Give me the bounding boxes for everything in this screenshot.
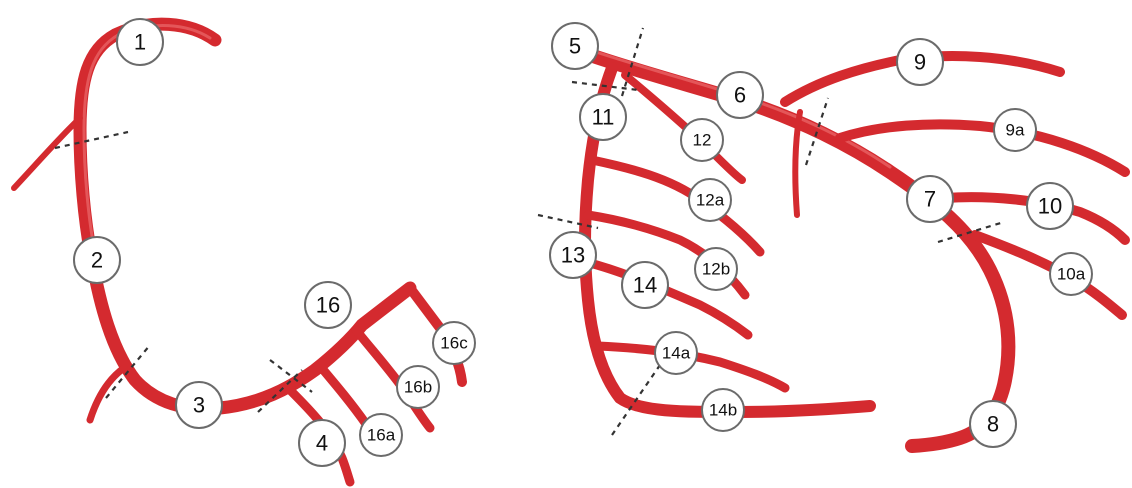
rca-main-trunk bbox=[73, 17, 417, 416]
lca-cut-left-main bbox=[620, 27, 645, 97]
lad-branch-9a bbox=[835, 119, 1130, 177]
svg-text:7: 7 bbox=[924, 187, 936, 212]
lad-cut-9 bbox=[804, 97, 830, 166]
svg-text:4: 4 bbox=[316, 431, 328, 456]
svg-text:11: 11 bbox=[592, 105, 615, 130]
rca-cut-mid bbox=[105, 344, 151, 399]
svg-text:6: 6 bbox=[734, 83, 746, 108]
lad-cut-10a bbox=[937, 220, 1005, 244]
segment-label-10a: 10a bbox=[1049, 252, 1093, 296]
lcx-main bbox=[579, 62, 876, 418]
svg-text:9a: 9a bbox=[1006, 121, 1025, 140]
segment-label-6: 6 bbox=[716, 71, 764, 119]
segment-label-16: 16 bbox=[304, 281, 352, 329]
rca-cut-distal-2 bbox=[269, 359, 313, 393]
segment-label-7: 7 bbox=[906, 175, 954, 223]
left-coronary-artery bbox=[537, 27, 1130, 453]
svg-text:5: 5 bbox=[569, 34, 581, 59]
svg-text:16: 16 bbox=[316, 293, 340, 318]
lcx-branch-14 bbox=[581, 257, 753, 340]
segment-label-10: 10 bbox=[1026, 182, 1074, 230]
svg-text:13: 13 bbox=[561, 243, 585, 268]
svg-text:2: 2 bbox=[91, 248, 103, 273]
lcx-branch-14a bbox=[593, 341, 790, 393]
svg-text:16a: 16a bbox=[367, 426, 396, 445]
segment-label-4: 4 bbox=[298, 419, 346, 467]
rca-branch-4 bbox=[285, 385, 355, 487]
segment-label-14: 14 bbox=[621, 261, 669, 309]
segment-label-14b: 14b bbox=[701, 388, 745, 432]
svg-text:1: 1 bbox=[134, 30, 146, 55]
svg-text:14b: 14b bbox=[709, 401, 737, 420]
svg-text:16b: 16b bbox=[404, 378, 432, 397]
segment-label-8: 8 bbox=[969, 400, 1017, 448]
rca-side-branch-lower bbox=[86, 364, 128, 424]
segment-label-16a: 16a bbox=[359, 413, 403, 457]
segment-label-16b: 16b bbox=[396, 365, 440, 409]
rca-cut-distal bbox=[257, 369, 303, 413]
svg-text:9: 9 bbox=[914, 50, 926, 75]
segment-label-13: 13 bbox=[549, 231, 597, 279]
segment-label-9: 9 bbox=[896, 38, 944, 86]
svg-text:12a: 12a bbox=[696, 191, 725, 210]
rca-branch-16a bbox=[315, 361, 371, 429]
lad-septal-branch bbox=[792, 109, 803, 218]
svg-text:14a: 14a bbox=[662, 344, 691, 363]
lcx-cut-14b bbox=[611, 364, 661, 436]
svg-text:12b: 12b bbox=[702, 260, 730, 279]
svg-text:8: 8 bbox=[987, 412, 999, 437]
lcx-cut-13 bbox=[537, 213, 599, 230]
svg-text:16c: 16c bbox=[440, 334, 468, 353]
rca-side-branch-upper bbox=[11, 115, 83, 191]
segment-label-5: 5 bbox=[551, 22, 599, 70]
segment-label-1: 1 bbox=[116, 18, 164, 66]
rca-main-trunk-highlight bbox=[82, 24, 212, 260]
svg-text:10: 10 bbox=[1038, 194, 1062, 219]
segment-label-14a: 14a bbox=[654, 331, 698, 375]
segment-label-12a: 12a bbox=[688, 178, 732, 222]
svg-text:12: 12 bbox=[693, 131, 712, 150]
svg-text:3: 3 bbox=[193, 393, 205, 418]
segment-label-12b: 12b bbox=[694, 247, 738, 291]
svg-text:14: 14 bbox=[633, 273, 657, 298]
lca-cut-left-main-2 bbox=[571, 80, 639, 92]
svg-text:10a: 10a bbox=[1057, 265, 1086, 284]
segment-label-16c: 16c bbox=[432, 321, 476, 365]
segment-label-2: 2 bbox=[73, 236, 121, 284]
segment-labels: 1 2 3 4 16 16a 16b 16c bbox=[73, 18, 1093, 467]
segment-label-12: 12 bbox=[680, 118, 724, 162]
rca-cut-proximal bbox=[54, 130, 129, 150]
segment-label-3: 3 bbox=[175, 381, 223, 429]
segment-label-11: 11 bbox=[579, 93, 627, 141]
segment-label-9a: 9a bbox=[993, 108, 1037, 152]
